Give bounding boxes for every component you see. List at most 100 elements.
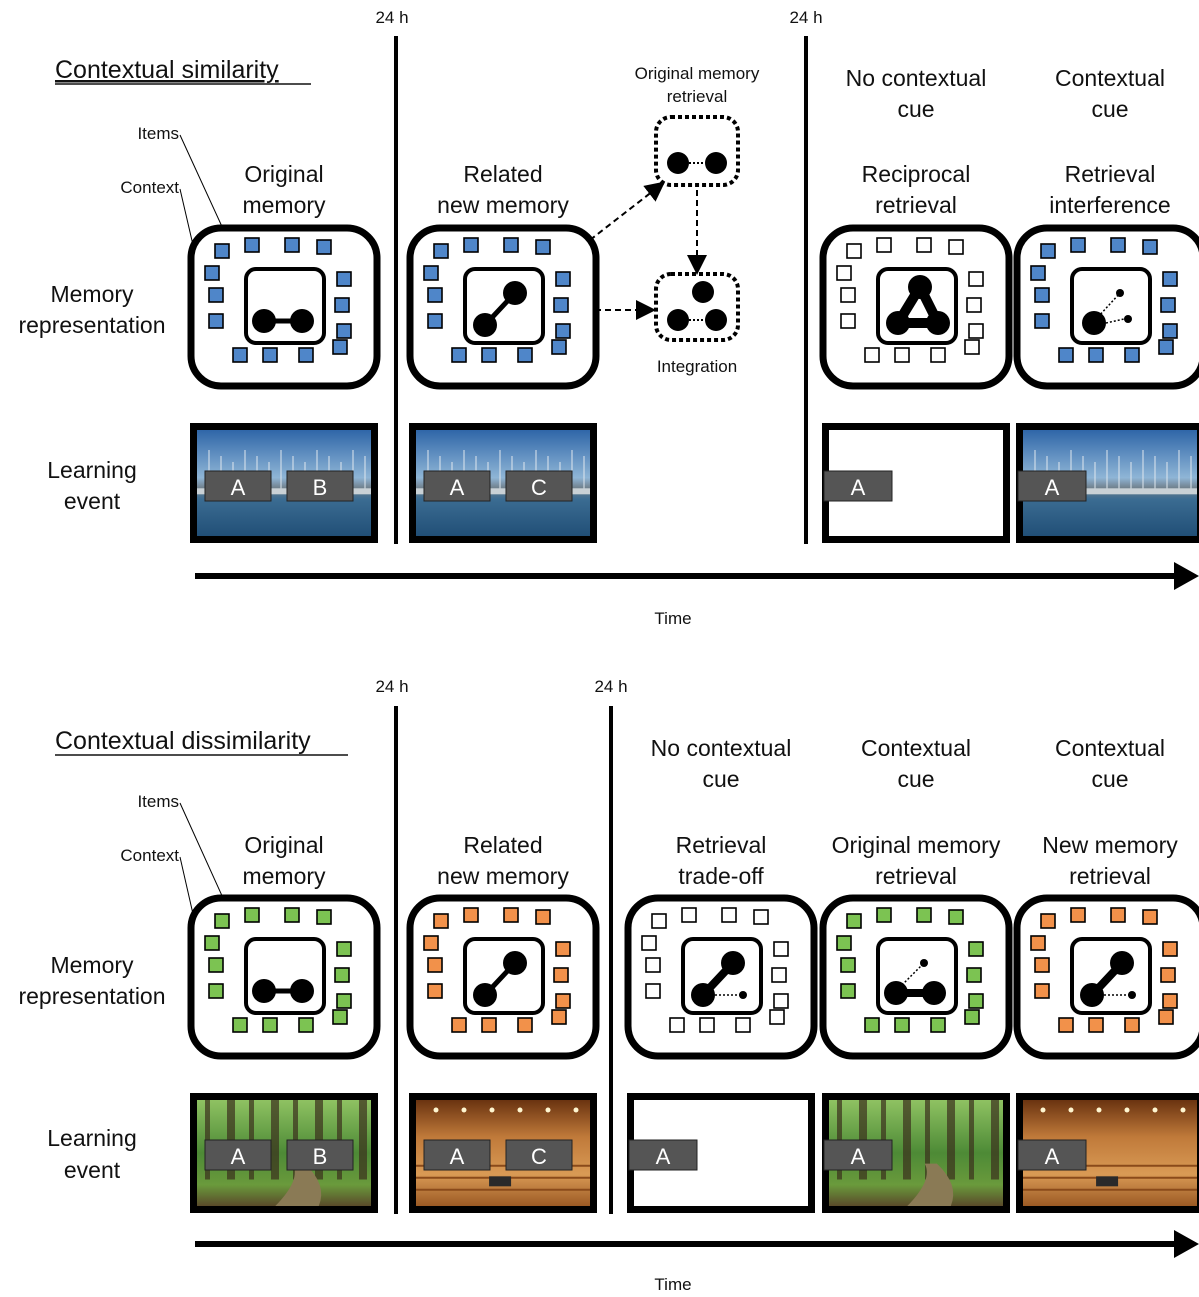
context-square (1142, 909, 1158, 925)
context-square (284, 237, 300, 253)
item-node (290, 979, 314, 1003)
context-square (284, 907, 300, 923)
context-square (1142, 239, 1158, 255)
context-square (208, 287, 224, 303)
context-square (503, 237, 519, 253)
context-square (1058, 347, 1074, 363)
cue-label-line1: Contextual (1055, 65, 1165, 91)
column-heading-line2: trade-off (678, 863, 764, 889)
context-square (773, 941, 789, 957)
context-square (966, 297, 982, 313)
context-square (1110, 237, 1126, 253)
context-square (1160, 297, 1176, 313)
context-square (645, 983, 661, 999)
item-node (252, 979, 276, 1003)
tree-trunk (969, 1100, 974, 1180)
context-square (1070, 237, 1086, 253)
ceiling-light (1068, 1107, 1074, 1113)
ceiling-light (433, 1107, 439, 1113)
column-heading-line2: interference (1049, 192, 1170, 218)
context-square (262, 347, 278, 363)
cue-label-line2: cue (702, 766, 739, 792)
context-square (298, 347, 314, 363)
context-square (232, 1017, 248, 1033)
context-square (423, 265, 439, 281)
context-square (1158, 339, 1174, 355)
item-label-box (204, 470, 272, 502)
context-square (204, 265, 220, 281)
cue-label-line1: No contextual (846, 65, 987, 91)
item-label-box (423, 470, 491, 502)
context-square (1058, 1017, 1074, 1033)
time-label: Time (654, 609, 691, 628)
column-heading-line1: New memory (1042, 832, 1178, 858)
context-square (244, 907, 260, 923)
context-square (773, 993, 789, 1009)
context-square (553, 297, 569, 313)
context-square (427, 313, 443, 329)
item-label: A (851, 475, 866, 500)
context-square (1034, 983, 1050, 999)
context-square (1162, 993, 1178, 1009)
column-heading-line2: memory (242, 863, 326, 889)
context-square (451, 1017, 467, 1033)
retrieval-node-item-a (667, 152, 689, 174)
item-node (691, 983, 715, 1007)
context-square (336, 323, 352, 339)
context-square (1162, 323, 1178, 339)
cue-label-line1: Contextual (861, 735, 971, 761)
context-square (916, 237, 932, 253)
context-square (840, 313, 856, 329)
context-square (535, 239, 551, 255)
context-square (503, 907, 519, 923)
context-square (451, 347, 467, 363)
context-square (1070, 907, 1086, 923)
context-square (1124, 1017, 1140, 1033)
item-node (922, 981, 946, 1005)
context-square (298, 1017, 314, 1033)
item-label-box (505, 470, 573, 502)
cue-label-line2: cue (1091, 96, 1128, 122)
context-square (316, 909, 332, 925)
context-square (964, 339, 980, 355)
tree-trunk (903, 1100, 911, 1180)
context-square (208, 313, 224, 329)
item-label-box (1017, 1139, 1087, 1171)
column-heading-line1: Retrieval (1065, 161, 1156, 187)
sauna-stove (489, 1176, 512, 1187)
context-square (840, 983, 856, 999)
context-square (864, 347, 880, 363)
row-label-memory-1: Memory (50, 281, 134, 307)
item-label: A (450, 475, 465, 500)
item-label-box (1017, 470, 1087, 502)
item-association-box (244, 937, 326, 1015)
item-association-box (244, 267, 326, 345)
context-pointer (179, 856, 194, 915)
item-label: B (313, 475, 328, 500)
context-square (1040, 243, 1056, 259)
context-square (948, 909, 964, 925)
item-node (1110, 951, 1134, 975)
item-node (1116, 289, 1124, 297)
context-square (423, 935, 439, 951)
context-square (427, 957, 443, 973)
context-square (517, 347, 533, 363)
ceiling-light (1096, 1107, 1102, 1113)
item-label: A (656, 1144, 671, 1169)
row-label-memory-1: Memory (50, 952, 134, 978)
context-square (316, 239, 332, 255)
cue-label-line2: cue (897, 766, 934, 792)
context-square (721, 907, 737, 923)
context-square (641, 935, 657, 951)
context-square (555, 993, 571, 1009)
context-square (553, 967, 569, 983)
context-square (463, 237, 479, 253)
item-label: C (531, 475, 547, 500)
item-node (252, 309, 276, 333)
context-square (753, 909, 769, 925)
context-square (894, 347, 910, 363)
item-node (503, 281, 527, 305)
annotation-items: Items (137, 124, 179, 143)
context-square (555, 941, 571, 957)
